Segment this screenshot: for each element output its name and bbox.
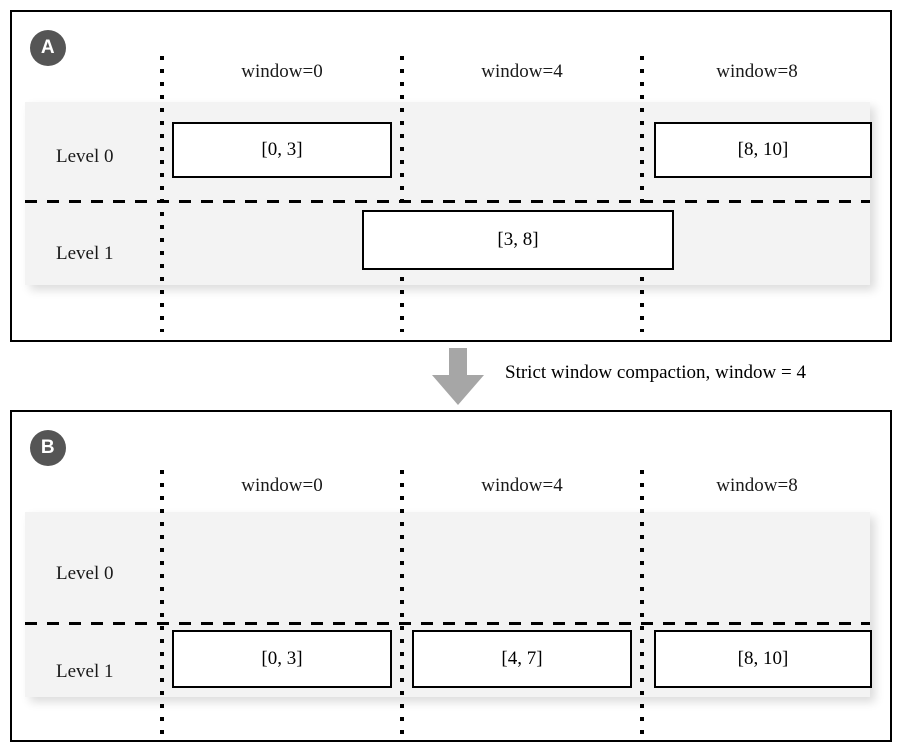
panel-a-interval-box-8-10[interactable]: [8, 10] bbox=[654, 122, 872, 178]
panel-a-row-label-level0: Level 0 bbox=[56, 146, 114, 167]
panel-a: A window=0 window=4 window=8 Level 0 Lev… bbox=[10, 10, 892, 342]
panel-a-row-label-level1: Level 1 bbox=[56, 243, 114, 264]
panel-a-window-divider-0 bbox=[160, 56, 164, 332]
panel-a-column-label-window8: window=8 bbox=[716, 61, 798, 82]
down-arrow-icon bbox=[432, 348, 484, 405]
panel-a-column-label-window4: window=4 bbox=[481, 61, 563, 82]
panel-b-window-divider-8 bbox=[640, 470, 644, 742]
panel-b: B window=0 window=4 window=8 Level 0 Lev… bbox=[10, 410, 892, 742]
transition-caption-label: Strict window compaction, window = 4 bbox=[505, 362, 806, 383]
panel-a-interval-box-0-3[interactable]: [0, 3] bbox=[172, 122, 392, 178]
panel-a-level-divider bbox=[25, 200, 870, 203]
panel-b-window-divider-4 bbox=[400, 470, 404, 742]
panel-a-column-label-window0: window=0 bbox=[241, 61, 323, 82]
panel-a-window-divider-8 bbox=[640, 56, 644, 332]
panel-b-column-label-window8: window=8 bbox=[716, 475, 798, 496]
panel-a-badge: A bbox=[30, 30, 66, 66]
panel-b-window-divider-0 bbox=[160, 470, 164, 742]
panel-b-column-label-window0: window=0 bbox=[241, 475, 323, 496]
panel-b-column-label-window4: window=4 bbox=[481, 475, 563, 496]
transition-arrow bbox=[428, 348, 488, 406]
panel-b-row-label-level0: Level 0 bbox=[56, 563, 114, 584]
panel-b-interval-box-8-10[interactable]: [8, 10] bbox=[654, 630, 872, 688]
panel-b-badge: B bbox=[30, 430, 66, 466]
panel-b-interval-box-0-3[interactable]: [0, 3] bbox=[172, 630, 392, 688]
panel-b-interval-box-4-7[interactable]: [4, 7] bbox=[412, 630, 632, 688]
panel-a-interval-box-3-8[interactable]: [3, 8] bbox=[362, 210, 674, 270]
panel-a-window-divider-4 bbox=[400, 56, 404, 332]
panel-b-row-label-level1: Level 1 bbox=[56, 661, 114, 682]
panel-b-level-divider bbox=[25, 622, 870, 625]
